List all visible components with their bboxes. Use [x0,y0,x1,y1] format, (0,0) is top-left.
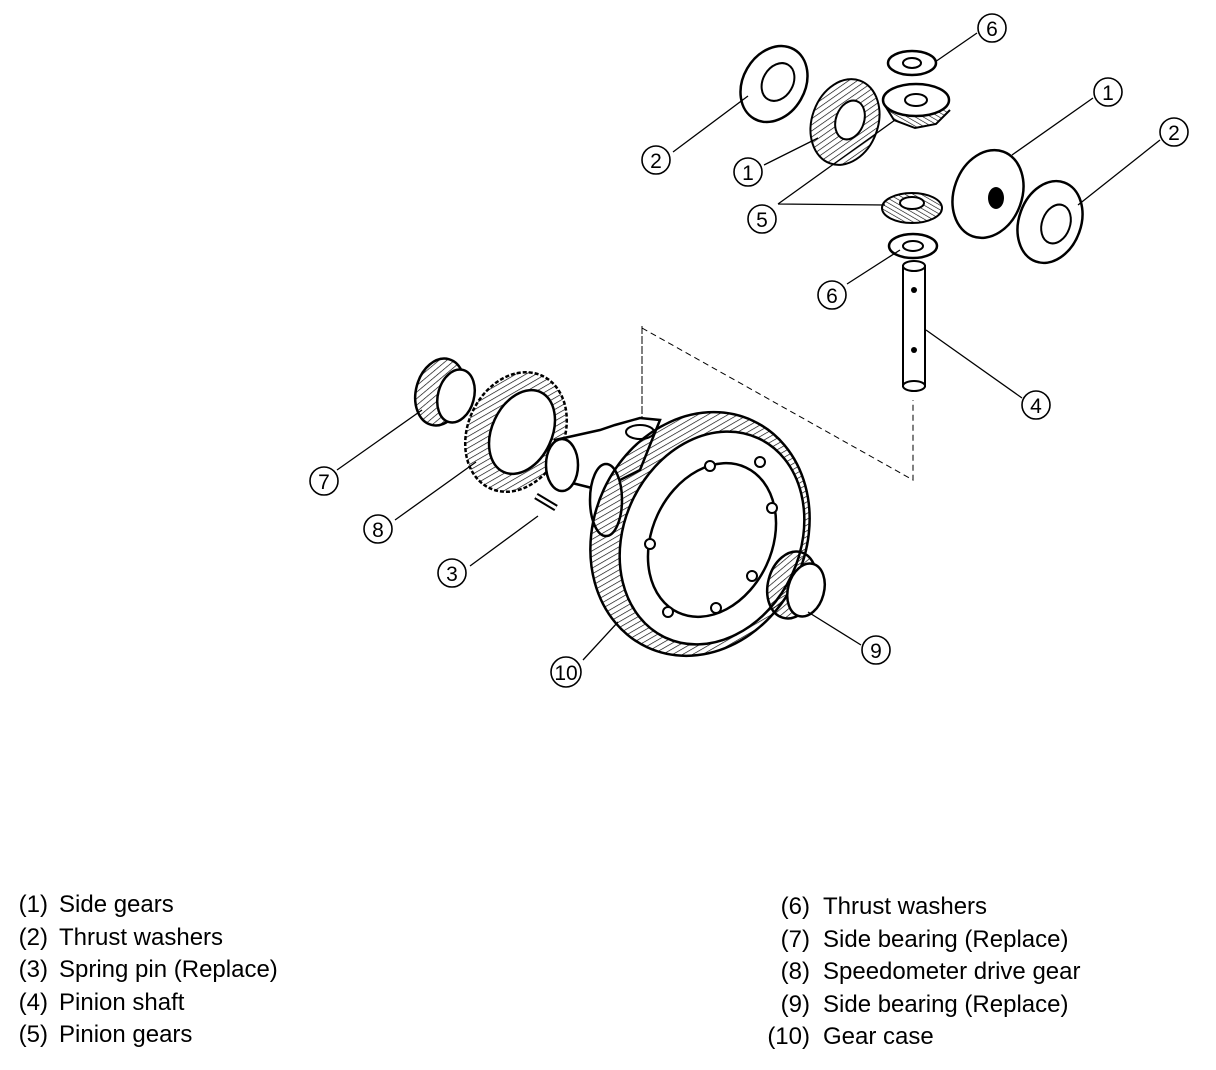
callout-3: 3 [437,558,467,588]
legend-number: (10) [767,1023,810,1050]
callout-label: 7 [318,471,330,494]
legend-number: (3) [18,956,48,983]
side-bearing-left [413,357,476,427]
callout-label: 1 [1102,82,1114,105]
legend-right-column: (6) Thrust washers (7) Side bearing (Repla… [758,891,1080,1054]
callout-1-right: 1 [1093,77,1123,107]
pinion-shaft [902,260,926,392]
legend-label: Side bearing (Replace) [823,925,1069,953]
legend-number: (1) [18,891,48,918]
callout-label: 2 [650,150,662,173]
callout-label: 1 [742,162,754,185]
callout-label: 4 [1030,395,1042,418]
legend-label: Pinion shaft [59,988,185,1016]
callout-label: 8 [372,519,384,542]
legend-label: Gear case [823,1023,934,1050]
legend-number: (7) [780,925,810,953]
legend-item: (3) Spring pin (Replace) [6,954,278,987]
callout-2-upper: 2 [641,145,671,175]
pinion-gear-lower [881,192,943,224]
thrust-washer-lower [887,232,939,260]
exploded-view-diagram: 6 2 1 1 2 5 6 4 7 8 3 10 [309,13,1189,688]
callout-label: 9 [870,640,882,663]
legend-label: Spring pin (Replace) [59,956,278,983]
legend-label: Thrust washers [823,893,988,920]
legend-number: (5) [18,1021,48,1048]
speedometer-drive-gear [463,371,569,493]
leader-lines [336,32,1161,661]
legend-item: (4) Pinion shaft [6,987,278,1020]
callout-2-right: 2 [1159,117,1189,147]
thrust-washer-upper-left [739,44,809,124]
callout-5: 5 [747,204,777,234]
callout-label: 5 [756,209,768,232]
callout-label: 10 [554,662,577,685]
callout-1-upper: 1 [733,157,763,187]
side-gear-right [951,148,1025,240]
legend-item: (7) Side bearing (Replace) [758,924,1080,957]
legend-item: (5) Pinion gears [6,1019,278,1052]
callout-9: 9 [861,635,891,665]
legend-number: (6) [780,893,810,920]
thrust-washer-right [1016,179,1084,265]
legend-label: Pinion gears [59,1021,193,1048]
callout-4: 4 [1021,390,1051,420]
side-gear-upper [809,78,881,166]
legend-item: (9) Side bearing (Replace) [758,989,1080,1022]
callout-8: 8 [363,514,393,544]
thrust-washer-top [886,49,938,77]
legend-number: (4) [18,988,48,1016]
legend-number: (8) [780,958,810,985]
legend-item: (1) Side gears [6,889,278,922]
legend-item: (2) Thrust washers [6,922,278,955]
callout-label: 6 [986,18,998,41]
legend-number: (9) [780,990,810,1018]
callout-6-top: 6 [977,13,1007,43]
legend-label: Thrust washers [59,923,224,951]
legend-item: (10) Gear case [758,1021,1080,1054]
legend-label: Side bearing (Replace) [823,990,1069,1018]
legend-left-column: (1) Side gears (2) Thrust washers (3) Sprin… [6,889,278,1052]
legend-label: Speedometer drive gear [823,958,1081,985]
pinion-gear-upper [881,82,951,130]
legend-item: (8) Speedometer drive gear [758,956,1081,989]
legend-item: (6) Thrust washers [758,891,1080,924]
callout-7: 7 [309,466,339,496]
callout-label: 3 [446,563,458,586]
callout-label: 2 [1168,122,1180,145]
side-bearing-right [765,550,826,620]
legend-label: Side gears [59,891,174,918]
callout-6-lower: 6 [817,280,847,310]
callout-10: 10 [550,656,582,688]
gear-case [544,410,811,658]
legend-number: (2) [18,923,48,951]
callout-label: 6 [826,285,838,308]
spring-pin [534,492,558,512]
